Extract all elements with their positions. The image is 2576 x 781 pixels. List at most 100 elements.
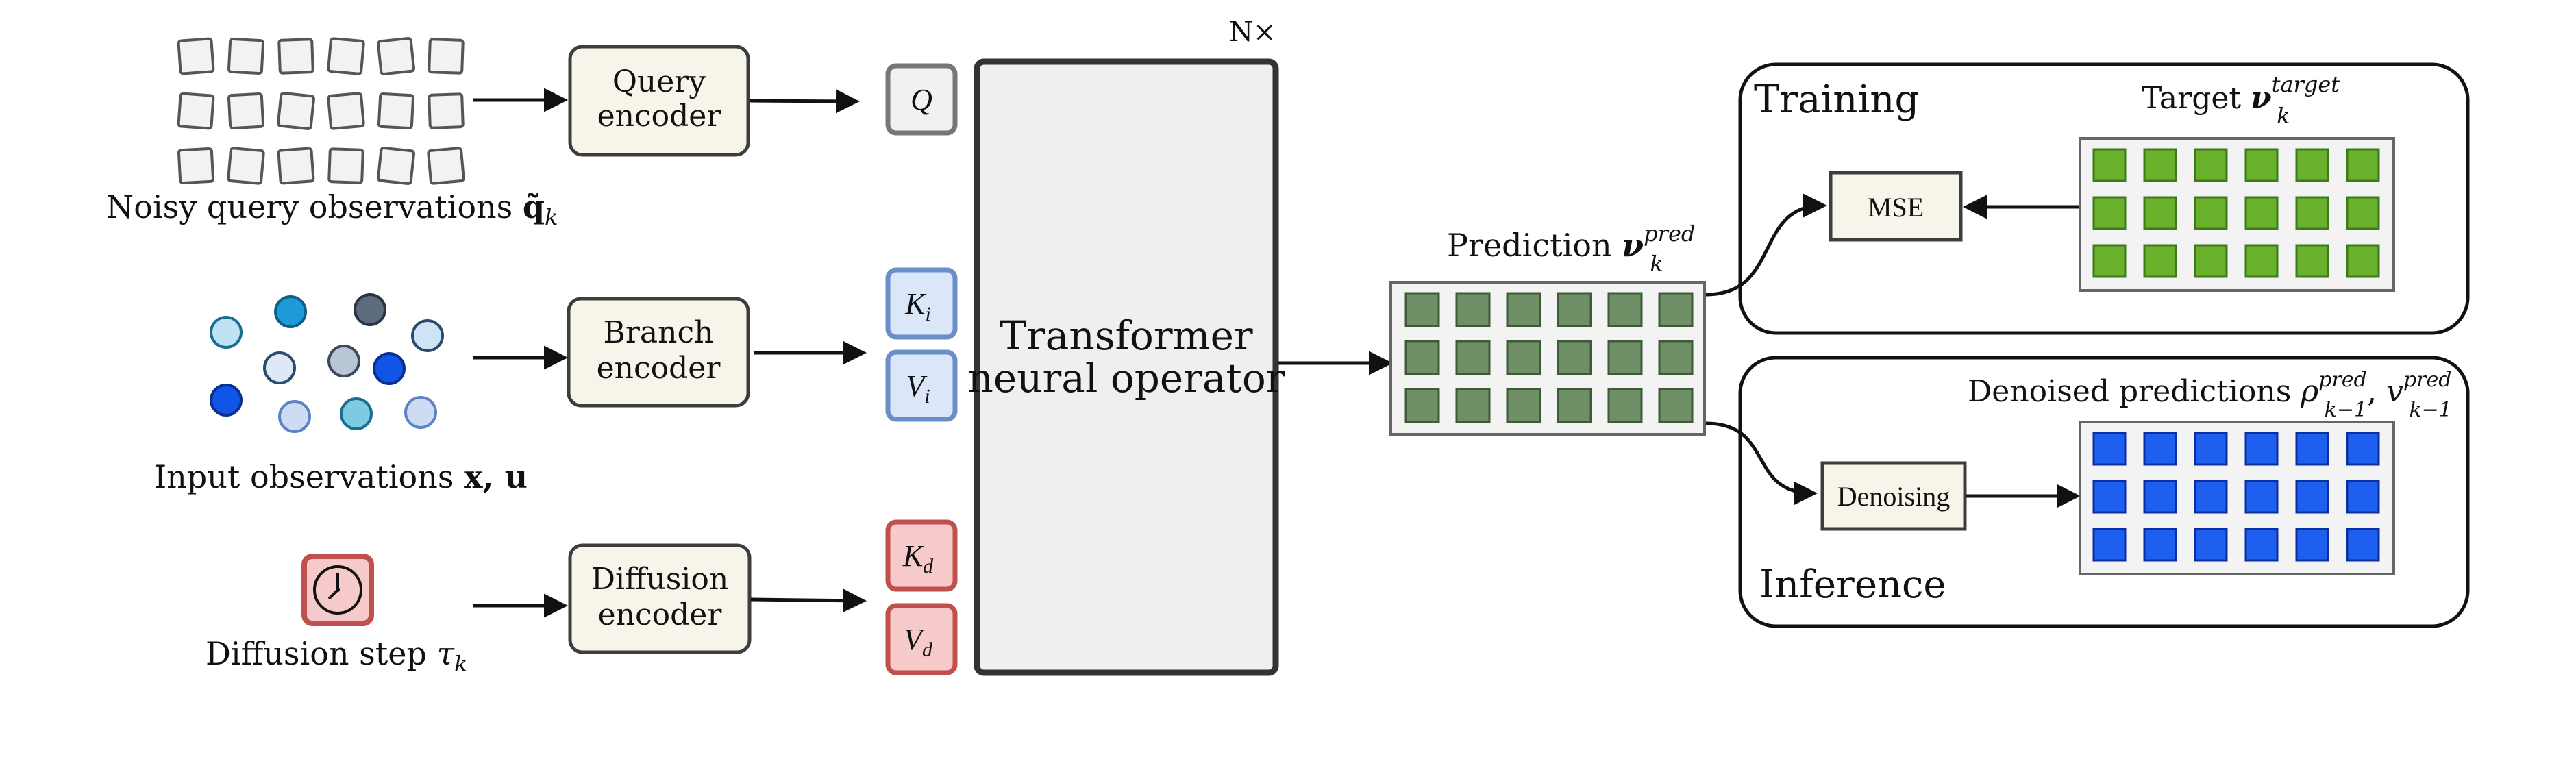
branch-encoder-label-1: Branch xyxy=(604,315,714,350)
target-cell xyxy=(2092,196,2127,230)
svg-text:Q: Q xyxy=(911,83,932,116)
denoised-cell xyxy=(2295,528,2329,562)
prediction-cell xyxy=(1607,388,1643,423)
denoised-cell xyxy=(2194,480,2228,514)
target-cell xyxy=(2346,148,2380,182)
prediction-cell xyxy=(1658,292,1694,327)
noisy-query-square xyxy=(177,147,215,185)
target-cell xyxy=(2143,244,2177,278)
training-title: Training xyxy=(1754,77,1919,122)
target-cell xyxy=(2244,196,2279,230)
target-cell xyxy=(2143,196,2177,230)
target-cell xyxy=(2194,244,2228,278)
observation-point xyxy=(274,295,307,328)
prediction-to-mse-arrow xyxy=(1705,193,1827,297)
query-encoder-label-2: encoder xyxy=(597,99,722,134)
target-cell xyxy=(2346,196,2380,230)
branch-caption: Input observations x, u xyxy=(154,458,528,495)
target-cell xyxy=(2295,196,2329,230)
noisy-query-square xyxy=(427,147,465,185)
prediction-to-denoising-arrow xyxy=(1705,421,1818,506)
denoised-cell xyxy=(2295,432,2329,466)
observation-point xyxy=(278,400,311,433)
mse-box: MSE xyxy=(1829,171,1963,242)
prediction-cell xyxy=(1404,388,1440,423)
denoised-cell xyxy=(2295,480,2329,514)
target-cell xyxy=(2092,244,2127,278)
transformer-label-2: neural operator xyxy=(968,355,1285,401)
input-observations-points xyxy=(210,293,444,433)
svg-text:Vd: Vd xyxy=(904,623,933,661)
observation-point xyxy=(327,345,360,377)
observation-point xyxy=(210,384,243,417)
noisy-query-square xyxy=(227,147,265,185)
prediction-cell xyxy=(1506,292,1541,327)
noisy-query-square xyxy=(377,147,415,185)
diffusion-caption: Diffusion step τk xyxy=(206,635,467,677)
prediction-cell xyxy=(1557,388,1592,423)
target-cell xyxy=(2295,244,2329,278)
prediction-cell xyxy=(1404,340,1440,375)
denoised-cell xyxy=(2194,528,2228,562)
prediction-cell xyxy=(1557,340,1592,375)
query-encoder-label-1: Query xyxy=(612,64,706,99)
denoised-cell xyxy=(2143,480,2177,514)
noisy-query-square xyxy=(377,92,415,130)
observation-point xyxy=(340,397,373,430)
denoised-cell xyxy=(2346,480,2380,514)
noisy-query-square xyxy=(177,37,215,75)
svg-text:Kd: Kd xyxy=(902,539,934,578)
branch-encoder-label-2: encoder xyxy=(597,351,721,386)
noisy-query-square xyxy=(277,147,315,185)
v-i-token: Vi xyxy=(885,349,958,422)
observation-point xyxy=(354,293,386,326)
q-token: Q xyxy=(885,63,958,136)
observation-point xyxy=(411,319,444,352)
noisy-query-square xyxy=(227,37,265,75)
noisy-query-square xyxy=(277,92,315,130)
denoised-cell xyxy=(2346,432,2380,466)
target-grid xyxy=(2079,137,2395,292)
target-cell xyxy=(2194,196,2228,230)
noisy-query-square xyxy=(177,92,215,130)
denoised-cell xyxy=(2194,432,2228,466)
prediction-cell xyxy=(1557,292,1592,327)
observation-point xyxy=(263,351,296,384)
noisy-query-square xyxy=(428,92,465,129)
denoised-cell xyxy=(2244,432,2279,466)
noisy-query-square xyxy=(377,37,415,75)
denoised-cell xyxy=(2143,432,2177,466)
denoised-cell xyxy=(2346,528,2380,562)
prediction-cell xyxy=(1658,388,1694,423)
inference-title: Inference xyxy=(1759,562,1946,607)
prediction-cell xyxy=(1506,388,1541,423)
denoising-box: Denoising xyxy=(1820,461,1967,531)
observation-point xyxy=(210,316,243,349)
target-cell xyxy=(2346,244,2380,278)
noisy-query-grid xyxy=(177,37,465,185)
target-cell xyxy=(2194,148,2228,182)
query-encoder: Query encoder xyxy=(568,45,750,157)
denoised-grid xyxy=(2079,421,2395,575)
diffusion-encoder-label-1: Diffusion xyxy=(591,562,728,597)
denoised-cell xyxy=(2143,528,2177,562)
prediction-cell xyxy=(1455,388,1491,423)
clock-icon xyxy=(301,554,374,626)
svg-text:Ki: Ki xyxy=(904,287,931,325)
target-cell xyxy=(2244,244,2279,278)
denoised-cell xyxy=(2092,528,2127,562)
k-i-token: Ki xyxy=(885,267,958,340)
repeat-label: N× xyxy=(1229,16,1276,48)
prediction-cell xyxy=(1607,340,1643,375)
denoised-cell xyxy=(2092,432,2127,466)
target-cell xyxy=(2244,148,2279,182)
prediction-cell xyxy=(1455,340,1491,375)
denoised-cell xyxy=(2244,480,2279,514)
noisy-query-square xyxy=(327,147,364,184)
denoised-cell xyxy=(2092,480,2127,514)
